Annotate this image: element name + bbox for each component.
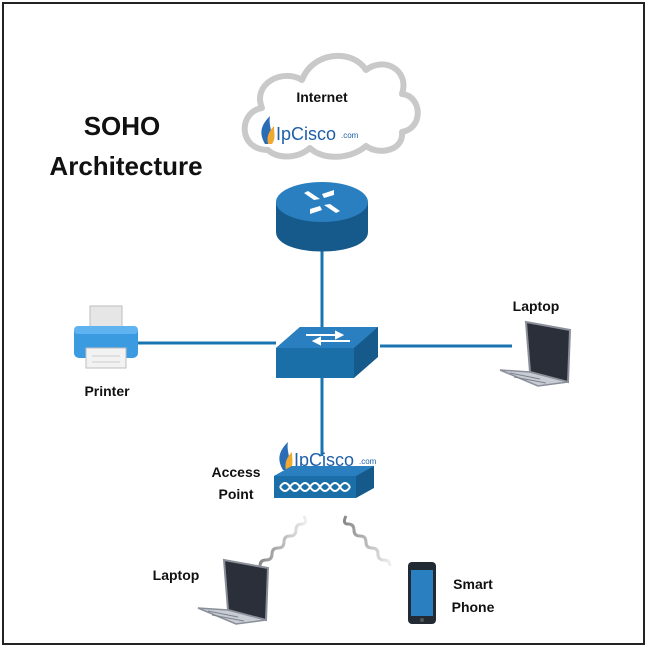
- ipcisco-suffix-top: .com: [341, 131, 359, 140]
- ipcisco-brand-bottom: IpCisco: [294, 450, 354, 470]
- laptop-right-icon: Laptop: [499, 298, 572, 387]
- internet-cloud: Internet: [241, 52, 421, 160]
- printer-label: Printer: [84, 383, 130, 399]
- frame-border: [2, 2, 645, 645]
- access-point-label-1: Access: [211, 464, 260, 480]
- smartphone-icon: Smart Phone: [408, 562, 495, 624]
- access-point-label-2: Point: [219, 486, 254, 502]
- ipcisco-logo-top: IpCisco .com: [261, 116, 359, 144]
- laptop-bottom-icon: Laptop: [153, 558, 270, 625]
- wireless-wave-right: [342, 515, 392, 567]
- printer-icon: Printer: [74, 305, 138, 399]
- ipcisco-brand-top: IpCisco: [276, 124, 336, 144]
- switch-icon: [276, 327, 378, 378]
- laptop-right-label: Laptop: [513, 298, 560, 314]
- access-point-icon: Access Point: [211, 464, 374, 502]
- router-icon: [276, 182, 368, 252]
- ipcisco-logo-bottom: IpCisco .com: [279, 442, 377, 470]
- links: [138, 250, 512, 456]
- smartphone-label-2: Phone: [452, 599, 495, 615]
- wireless-wave-left: [258, 515, 308, 567]
- title-line-2: Architecture: [49, 151, 202, 181]
- laptop-bottom-label: Laptop: [153, 567, 200, 583]
- ipcisco-suffix-bottom: .com: [359, 457, 377, 466]
- internet-label: Internet: [296, 89, 348, 105]
- smartphone-label-1: Smart: [453, 576, 493, 592]
- title-line-1: SOHO: [84, 111, 161, 141]
